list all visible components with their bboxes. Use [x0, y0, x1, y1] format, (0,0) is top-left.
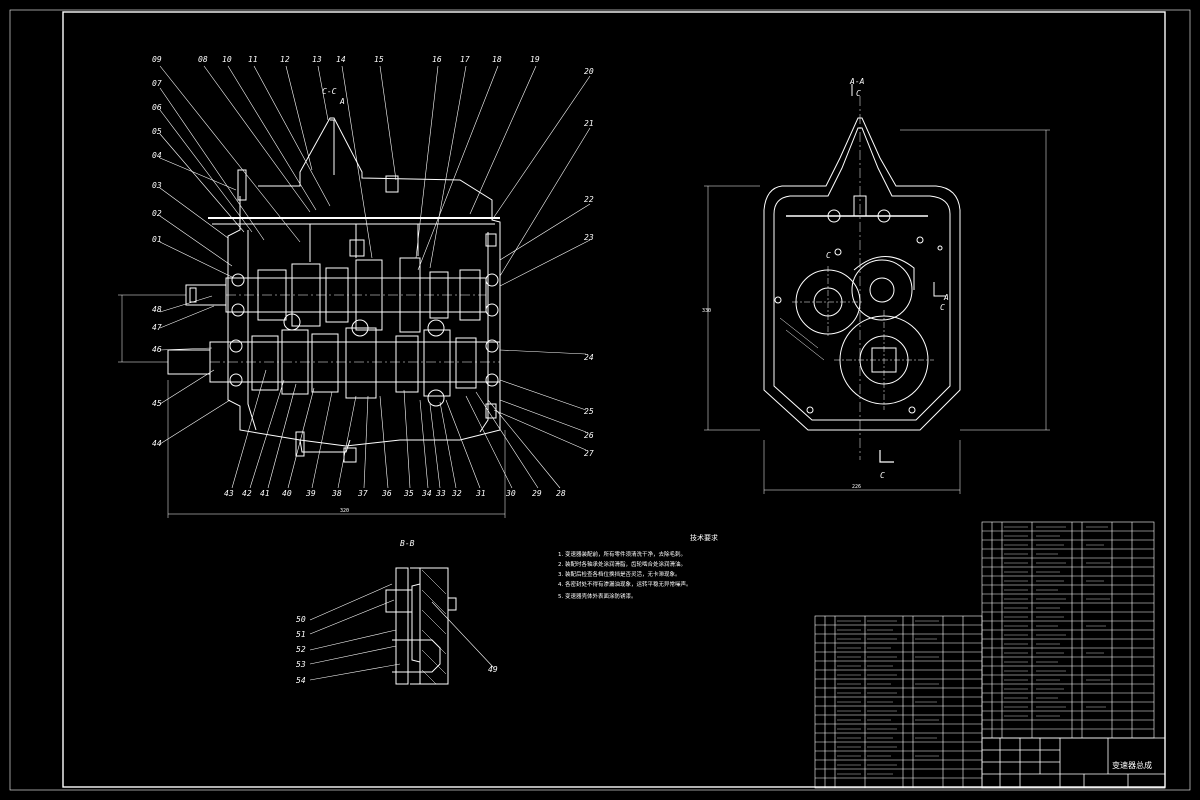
title-block: [981, 737, 1166, 789]
balloon-number: 41: [260, 489, 270, 498]
balloon-number: 13: [312, 55, 322, 64]
balloon-number: 40: [282, 489, 292, 498]
balloon-number: 35: [403, 489, 414, 498]
balloon-number: 17: [460, 55, 470, 64]
technical-requirements: 技术要求 1. 变速器装配前，所有零件须清洗干净，去除毛刺。 2. 装配时各轴承…: [558, 533, 718, 600]
balloon-number: 53: [296, 660, 306, 669]
leader-lines-bottom: [159, 295, 587, 489]
view-labels: C-C A A-A B-B 320 226 330 C C A C C: [322, 77, 949, 548]
balloon-number: 28: [556, 489, 566, 498]
balloon-number: 36: [381, 489, 392, 498]
dim-width-side: 226: [852, 484, 861, 490]
balloon-number: 02: [152, 209, 162, 218]
balloon-number: 47: [152, 323, 162, 332]
tech-req-item: 2. 装配时各轴承处涂润滑脂，齿轮啮合处涂润滑油。: [558, 560, 686, 568]
balloon-number: 07: [152, 79, 162, 88]
balloon-number: 42: [242, 489, 252, 498]
balloon-number: 21: [584, 119, 594, 128]
tech-req-heading: 技术要求: [690, 533, 718, 542]
outer-border: [9, 9, 1191, 791]
balloon-number: 54: [296, 676, 306, 685]
balloon-number: 23: [584, 233, 594, 242]
tech-req-item: 1. 变速器装配前，所有零件须清洗干净，去除毛刺。: [558, 550, 686, 558]
dim-width-main: 320: [340, 508, 349, 514]
balloon-number: 32: [451, 489, 462, 498]
balloon-number: 30: [505, 489, 516, 498]
balloon-number: 19: [530, 55, 540, 64]
balloon-number: 39: [305, 489, 316, 498]
balloon-number: 09: [152, 55, 162, 64]
balloon-number: 25: [584, 407, 594, 416]
main-view-title: C-C: [322, 87, 337, 96]
balloon-number: 51: [296, 630, 306, 639]
balloon-number: 24: [584, 353, 594, 362]
balloon-number: 06: [152, 103, 162, 112]
main-view-arrow-mark: A: [339, 97, 345, 106]
balloon-number: 03: [152, 181, 162, 190]
balloon-numbers-bottom: 43 42 41 40 39 38 37 36 35 34 33 32 31 3…: [224, 353, 594, 498]
section-b-title: B-B: [400, 539, 415, 548]
section-b-view: [309, 567, 495, 685]
balloon-number: 45: [152, 399, 162, 408]
balloon-number: 16: [432, 55, 442, 64]
side-mark-3: A: [943, 293, 949, 302]
balloon-number: 05: [152, 127, 162, 136]
parts-list-left: [814, 615, 983, 789]
parts-list-entries: [837, 526, 1110, 775]
balloon-number: 29: [532, 489, 542, 498]
balloon-number: 27: [584, 449, 594, 458]
balloon-number: 12: [280, 55, 290, 64]
balloon-number: 04: [152, 151, 162, 160]
balloon-number: 18: [492, 55, 502, 64]
balloon-number: 44: [152, 439, 162, 448]
balloon-number: 15: [374, 55, 384, 64]
main-section-view: [118, 117, 506, 518]
balloon-number: 46: [152, 345, 162, 354]
tech-req-item: 5. 变速器壳体外表面涂防锈漆。: [558, 592, 637, 600]
side-mark-4: C: [856, 89, 861, 98]
balloon-number: 22: [584, 195, 594, 204]
drawing-name: 变速器总成: [1112, 760, 1152, 770]
balloon-numbers-left: 48 47 46 45 44: [152, 305, 162, 448]
tech-req-item: 3. 装配后检查各档位换挡是否灵活，无卡滞现象。: [558, 570, 681, 578]
balloon-number: 31: [475, 489, 486, 498]
side-mark-5: C: [940, 303, 945, 312]
balloon-number: 38: [331, 489, 342, 498]
side-view-title: A-A: [849, 77, 865, 86]
balloon-number: 34: [421, 489, 432, 498]
balloon-number: 10: [222, 55, 232, 64]
balloon-numbers-section: 50 51 52 53 54 49: [296, 615, 498, 685]
leader-lines-top: [159, 65, 591, 287]
balloon-number: 26: [584, 431, 594, 440]
balloon-number: 52: [296, 645, 306, 654]
inner-border: [62, 11, 1166, 788]
tech-req-item: 4. 各密封处不得有渗漏油现象，运转平稳无异常噪声。: [558, 580, 692, 588]
balloon-number: 01: [152, 235, 162, 244]
balloon-number: 43: [224, 489, 234, 498]
balloon-number: 48: [152, 305, 162, 314]
balloon-number: 14: [336, 55, 346, 64]
balloon-number: 49: [488, 665, 498, 674]
balloon-number: 11: [248, 55, 258, 64]
side-view: [704, 84, 1050, 494]
side-mark-2: C: [880, 471, 885, 480]
balloon-number: 08: [198, 55, 208, 64]
balloon-number: 33: [435, 489, 446, 498]
parts-list-right: [981, 521, 1155, 739]
balloon-number: 37: [357, 489, 368, 498]
balloon-number: 50: [296, 615, 306, 624]
balloon-number: 20: [584, 67, 594, 76]
balloon-numbers-top: 09 07 06 05 04 03 02 01 08 10 11 12 13 1…: [152, 55, 594, 244]
side-mark-1: C: [826, 251, 831, 260]
dim-height-side: 330: [702, 308, 711, 314]
